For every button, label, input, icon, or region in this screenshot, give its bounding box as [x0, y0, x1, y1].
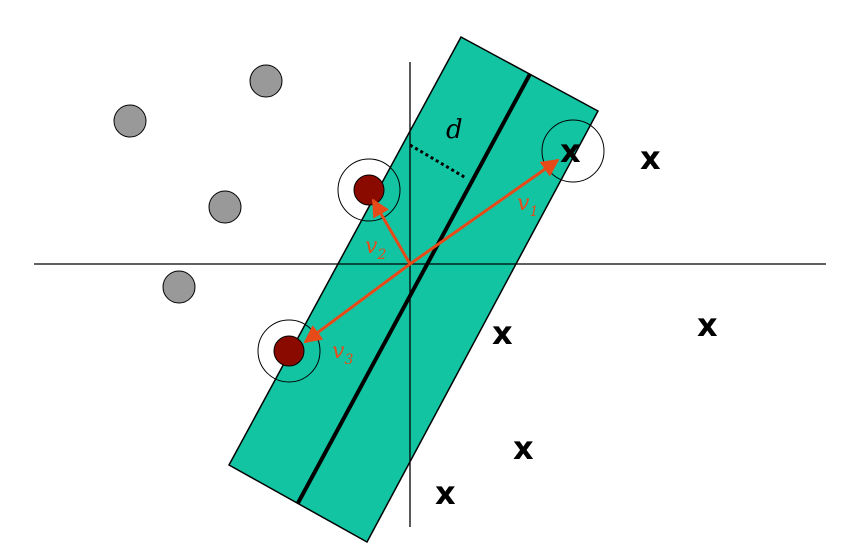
- support-vector-x-icon: x: [560, 132, 581, 170]
- circle-icon: [249, 64, 283, 98]
- vector-v1-arrow: [409, 158, 560, 266]
- x-icon: x: [640, 139, 661, 177]
- support-vector-ring: [337, 158, 401, 222]
- circle-icon: [208, 190, 242, 224]
- vector-v2-label: v2: [365, 234, 386, 263]
- support-vector-point: [353, 174, 385, 206]
- x-icon: x: [435, 474, 456, 512]
- circle-icon: [162, 270, 196, 304]
- support-vector-ring: [541, 119, 605, 183]
- support-vector-ring: [257, 319, 321, 383]
- x-icon: x: [697, 306, 718, 344]
- x-icon: x: [492, 314, 513, 352]
- vector-v2-arrow: [371, 198, 412, 265]
- circle-icon: [113, 104, 147, 138]
- vector-v1-label: v1: [517, 191, 538, 220]
- support-vector-point: [273, 335, 305, 367]
- vector-v3-label: v3: [332, 339, 353, 368]
- decision-boundary-line: [296, 73, 532, 504]
- margin-distance-label: d: [446, 115, 463, 145]
- x-icon: x: [513, 429, 534, 467]
- vector-v3-arrow: [303, 262, 411, 344]
- margin-distance-line: [409, 143, 467, 180]
